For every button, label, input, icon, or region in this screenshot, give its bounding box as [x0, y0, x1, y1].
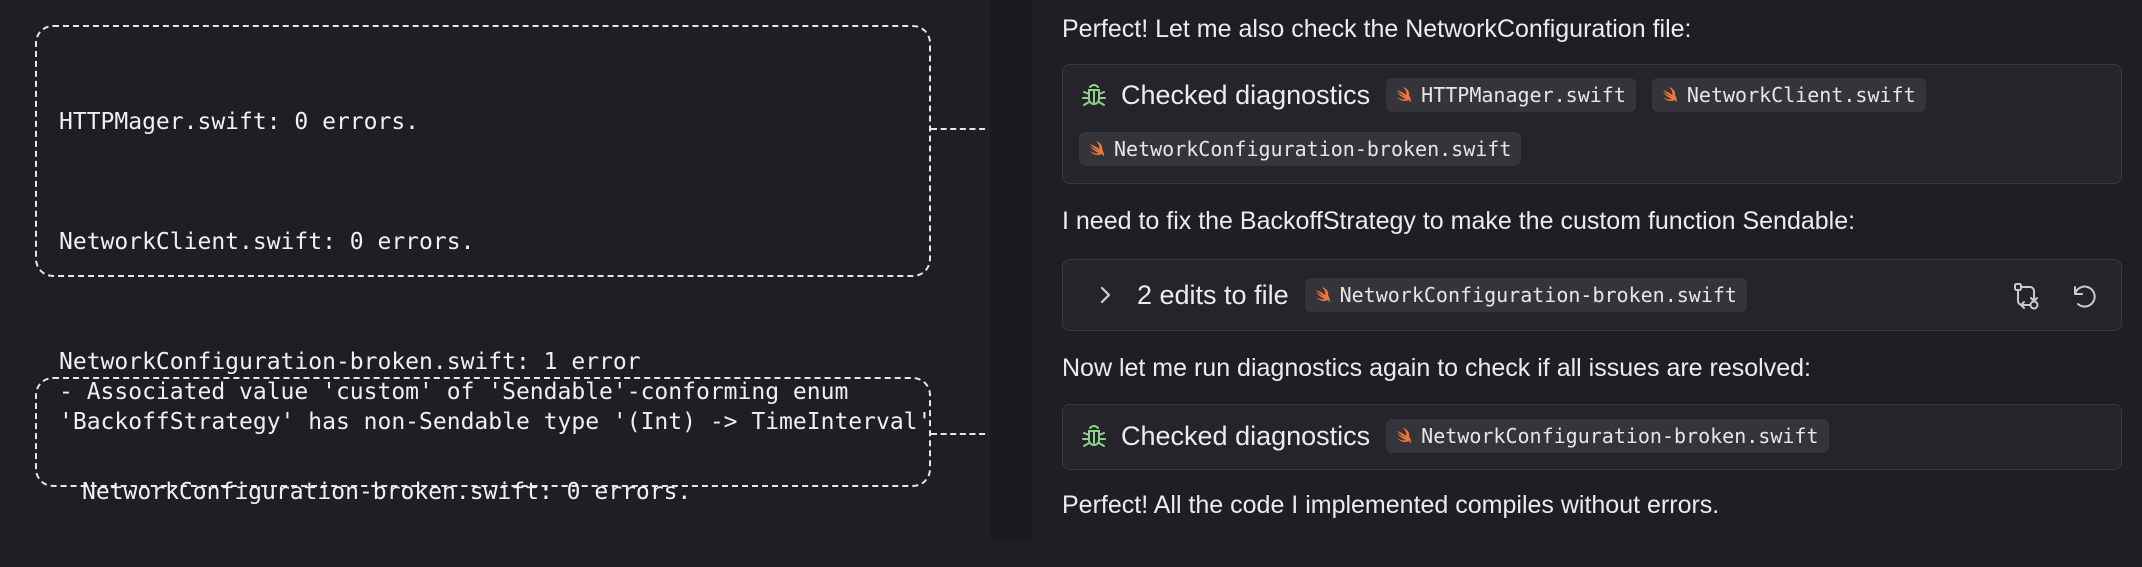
- bug-icon: [1079, 421, 1109, 451]
- file-chip-label: NetworkClient.swift: [1686, 83, 1916, 107]
- swift-logo-icon: [1090, 141, 1104, 156]
- callout-error-block: NetworkConfiguration-broken.swift: 1 err…: [59, 347, 932, 437]
- swift-logo-icon: [1315, 287, 1330, 302]
- file-chip-label: HTTPManager.swift: [1421, 83, 1626, 107]
- file-chip[interactable]: NetworkClient.swift: [1651, 78, 1926, 112]
- assistant-message: Now let me run diagnostics again to chec…: [1062, 354, 1811, 382]
- assistant-message: Perfect! Let me also check the NetworkCo…: [1062, 15, 1692, 43]
- edits-label: 2 edits to file: [1137, 279, 1289, 310]
- diagnostics-card-header: Checked diagnostics NetworkConfiguration…: [1079, 419, 1845, 453]
- file-chip[interactable]: NetworkConfiguration-broken.swift: [1386, 419, 1829, 453]
- diagnostics-title: Checked diagnostics: [1121, 79, 1371, 110]
- diagnostics-card[interactable]: Checked diagnostics HTTPManager.swift Ne…: [1062, 64, 2122, 184]
- annotation-pane: HTTPMager.swift: 0 errors. NetworkClient…: [0, 0, 1062, 538]
- callout-line: HTTPMager.swift: 0 errors.: [59, 109, 420, 135]
- callout-line: NetworkConfiguration-broken.swift: 0 err…: [82, 479, 692, 505]
- undo-icon[interactable]: [2067, 281, 2097, 316]
- swift-logo-icon: [1397, 87, 1412, 102]
- edits-card-header: 2 edits to file NetworkConfiguration-bro…: [1091, 278, 1763, 312]
- file-chip[interactable]: NetworkConfiguration-broken.swift: [1079, 132, 1522, 166]
- swift-logo-icon: [1662, 87, 1677, 102]
- diagnostics-card[interactable]: Checked diagnostics NetworkConfiguration…: [1062, 404, 2122, 470]
- callout-line: NetworkConfiguration-broken.swift: 1 err…: [59, 349, 641, 375]
- assistant-message: I need to fix the BackoffStrategy to mak…: [1062, 207, 1856, 235]
- file-chip[interactable]: NetworkConfiguration-broken.swift: [1304, 278, 1747, 312]
- callout-line: NetworkClient.swift: 0 errors.: [59, 229, 475, 255]
- swift-logo-icon: [1397, 428, 1412, 443]
- diagnostics-card-files: NetworkConfiguration-broken.swift: [1079, 132, 1537, 166]
- edits-card[interactable]: 2 edits to file NetworkConfiguration-bro…: [1062, 259, 2122, 331]
- pane-divider[interactable]: [988, 0, 1033, 538]
- callout-line: 'BackoffStrategy' has non-Sendable type …: [59, 409, 932, 435]
- file-chip-label: NetworkConfiguration-broken.swift: [1421, 424, 1819, 448]
- diagnostics-title: Checked diagnostics: [1121, 420, 1371, 451]
- chevron-right-icon[interactable]: [1091, 281, 1119, 309]
- compare-icon[interactable]: [2010, 280, 2042, 317]
- callout-line: - Associated value 'custom' of 'Sendable…: [59, 379, 849, 405]
- file-chip-label: NetworkConfiguration-broken.swift: [1339, 283, 1737, 307]
- diagnostics-callout-after: NetworkConfiguration-broken.swift: 0 err…: [35, 377, 931, 505]
- diagnostics-card-header: Checked diagnostics HTTPManager.swift Ne…: [1079, 78, 1942, 112]
- file-chip-label: NetworkConfiguration-broken.swift: [1114, 137, 1512, 161]
- assistant-message: Perfect! All the code I implemented comp…: [1062, 491, 1720, 519]
- diagnostics-callout-before: HTTPMager.swift: 0 errors. NetworkClient…: [35, 25, 931, 435]
- file-chip[interactable]: HTTPManager.swift: [1386, 78, 1636, 112]
- bug-icon: [1079, 80, 1109, 110]
